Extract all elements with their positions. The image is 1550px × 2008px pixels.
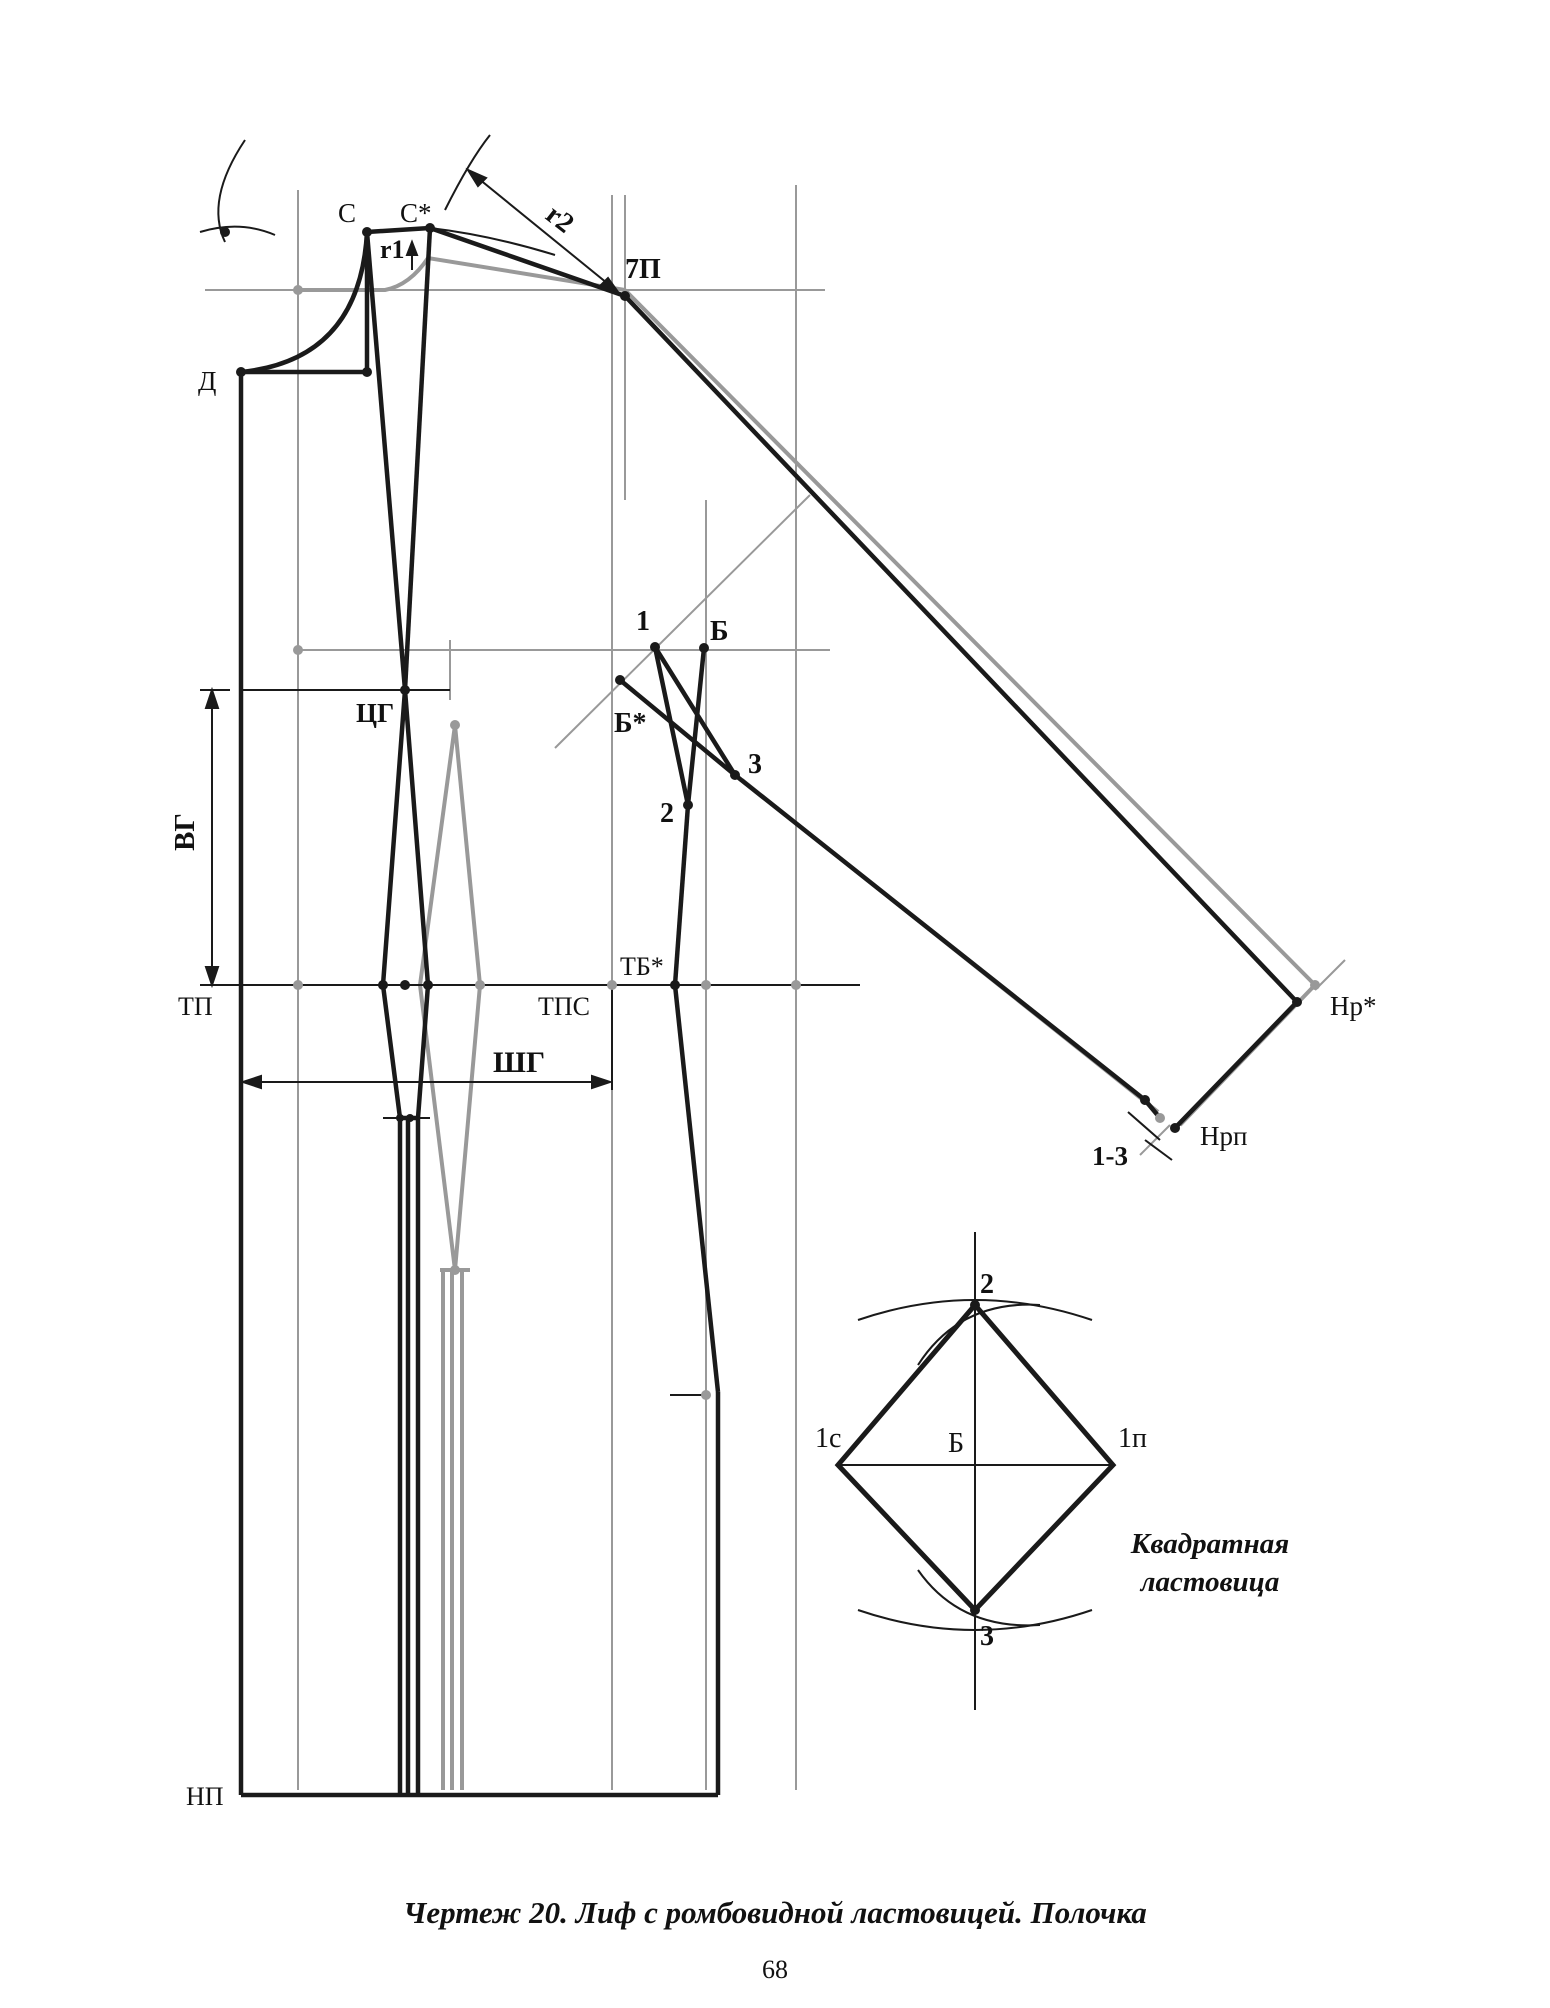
grey-points bbox=[293, 285, 1320, 1400]
construction-grid bbox=[205, 185, 1346, 1790]
label-r1: r1 bbox=[380, 235, 405, 264]
label-tsg: ЦГ bbox=[356, 698, 394, 728]
label-shg: ШГ bbox=[493, 1046, 545, 1079]
label-tb-star: ТБ* bbox=[620, 952, 664, 981]
inset-title: Квадратная ластовица bbox=[1080, 1525, 1340, 1601]
inset-label-b: Б bbox=[948, 1428, 964, 1459]
label-d: Д bbox=[198, 366, 216, 396]
label-nr-star: Нр* bbox=[1330, 991, 1377, 1021]
inset-title-line2: ластовица bbox=[1140, 1566, 1280, 1598]
inset-label-3: 3 bbox=[980, 1621, 994, 1652]
inset-label-1p: 1п bbox=[1118, 1423, 1147, 1454]
construction-points bbox=[220, 223, 1302, 1133]
label-b: Б bbox=[710, 616, 729, 647]
main-contour bbox=[238, 225, 1299, 1798]
label-2: 2 bbox=[660, 798, 674, 829]
label-3: 3 bbox=[748, 749, 762, 780]
label-b-star: Б* bbox=[614, 708, 647, 739]
thin-lines bbox=[199, 134, 1173, 1396]
label-7p: 7П bbox=[625, 254, 661, 285]
label-c: С bbox=[338, 198, 356, 228]
inset-label-2: 2 bbox=[980, 1269, 994, 1300]
figure-caption: Чертеж 20. Лиф с ромбовидной ластовицей.… bbox=[403, 1895, 1147, 1930]
inset-label-1s: 1с bbox=[815, 1423, 841, 1454]
label-np: НП bbox=[186, 1782, 224, 1811]
label-c-star: С* bbox=[400, 198, 432, 228]
square-gusset-inset: 2 1с Б 1п 3 bbox=[815, 1232, 1147, 1710]
inset-title-line1: Квадратная bbox=[1130, 1528, 1290, 1560]
label-tp: ТП bbox=[178, 992, 213, 1021]
label-1: 1 bbox=[636, 606, 650, 637]
label-tps: ТПС bbox=[538, 992, 590, 1021]
label-1-3: 1-3 bbox=[1092, 1141, 1128, 1171]
page-number: 68 bbox=[762, 1955, 788, 1984]
label-nrp: Нрп bbox=[1200, 1121, 1247, 1151]
label-vg: ВГ bbox=[169, 813, 201, 851]
